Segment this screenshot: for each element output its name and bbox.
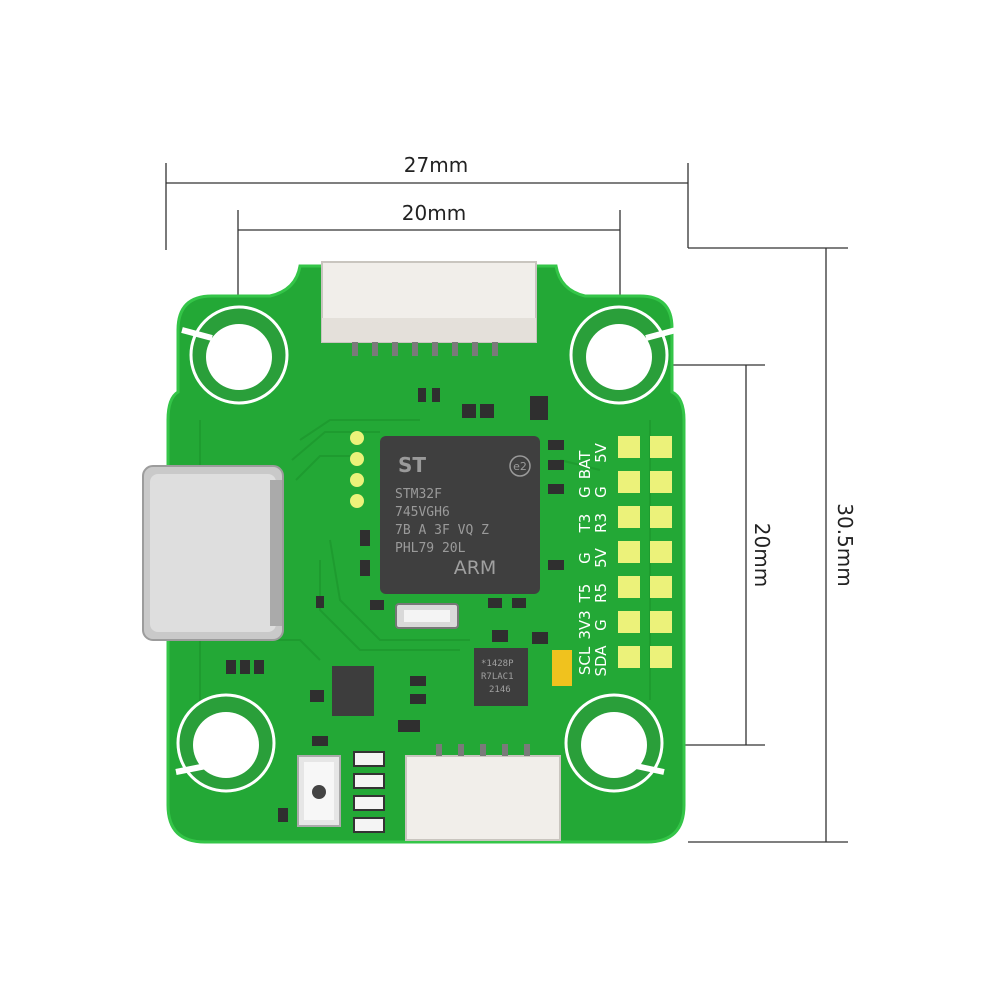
pad-label-g-1: G xyxy=(592,486,610,498)
pad-label-g-2: G xyxy=(592,619,610,631)
crystal xyxy=(395,603,459,629)
pad-label-g-3: G xyxy=(576,486,594,498)
mounting-hole-top-right xyxy=(569,305,677,405)
top-connector xyxy=(321,261,537,356)
pad-label-bat: BAT xyxy=(576,450,594,479)
regulator-chip xyxy=(332,666,374,716)
mounting-hole-bottom-left xyxy=(175,693,276,793)
gyro-line-1: *1428P xyxy=(481,659,514,669)
tantalum-capacitor xyxy=(552,650,572,686)
gyro-line-3: 2146 xyxy=(489,685,511,695)
pad-label-sda: SDA xyxy=(592,645,610,677)
gyro-chip: *1428P R7LAC1 2146 xyxy=(474,648,528,706)
pad-label-5v-top: 5V xyxy=(592,442,610,463)
dim-top-inner-label: 20mm xyxy=(402,201,466,225)
mcu-line-2: 745VGH6 xyxy=(395,505,450,520)
test-pads xyxy=(350,431,364,508)
dim-right-inner-label: 20mm xyxy=(750,523,774,587)
arm-logo: ARM xyxy=(454,557,497,579)
pad-label-t5: T5 xyxy=(576,584,594,604)
pad-label-g-4: G xyxy=(576,552,594,564)
mcu-chip: ST e2 STM32F 745VGH6 7B A 3F VQ Z PHL79 … xyxy=(380,436,540,594)
pad-labels: 5V G R3 5V R5 G SDA BAT G T3 G T5 3V3 SC… xyxy=(576,442,610,676)
pad-label-3v3: 3V3 xyxy=(576,610,594,639)
smd-components xyxy=(226,388,564,822)
pad-label-scl: SCL xyxy=(576,646,594,675)
pad-label-r3: R3 xyxy=(592,513,610,533)
mcu-line-4: PHL79 20L xyxy=(395,541,466,556)
pad-label-5v: 5V xyxy=(592,547,610,568)
bottom-connector xyxy=(405,744,561,841)
dimension-lines xyxy=(165,163,848,843)
mcu-line-3: 7B A 3F VQ Z xyxy=(395,523,489,538)
pad-label-r5: R5 xyxy=(592,583,610,603)
mcu-badge: e2 xyxy=(513,460,527,473)
dim-right-outer-label: 30.5mm xyxy=(833,503,857,587)
gyro-line-2: R7LAC1 xyxy=(481,672,514,682)
boot-button xyxy=(297,755,341,827)
status-leds xyxy=(353,751,385,833)
pad-label-t3: T3 xyxy=(576,514,594,534)
usb-c-port xyxy=(142,465,284,641)
mounting-hole-bottom-right xyxy=(564,693,665,793)
mcu-line-1: STM32F xyxy=(395,487,442,502)
mcu-brand-logo: ST xyxy=(398,453,426,477)
solder-pads xyxy=(618,436,672,668)
mounting-hole-top-left xyxy=(181,305,289,405)
dim-top-outer-label: 27mm xyxy=(404,153,468,177)
